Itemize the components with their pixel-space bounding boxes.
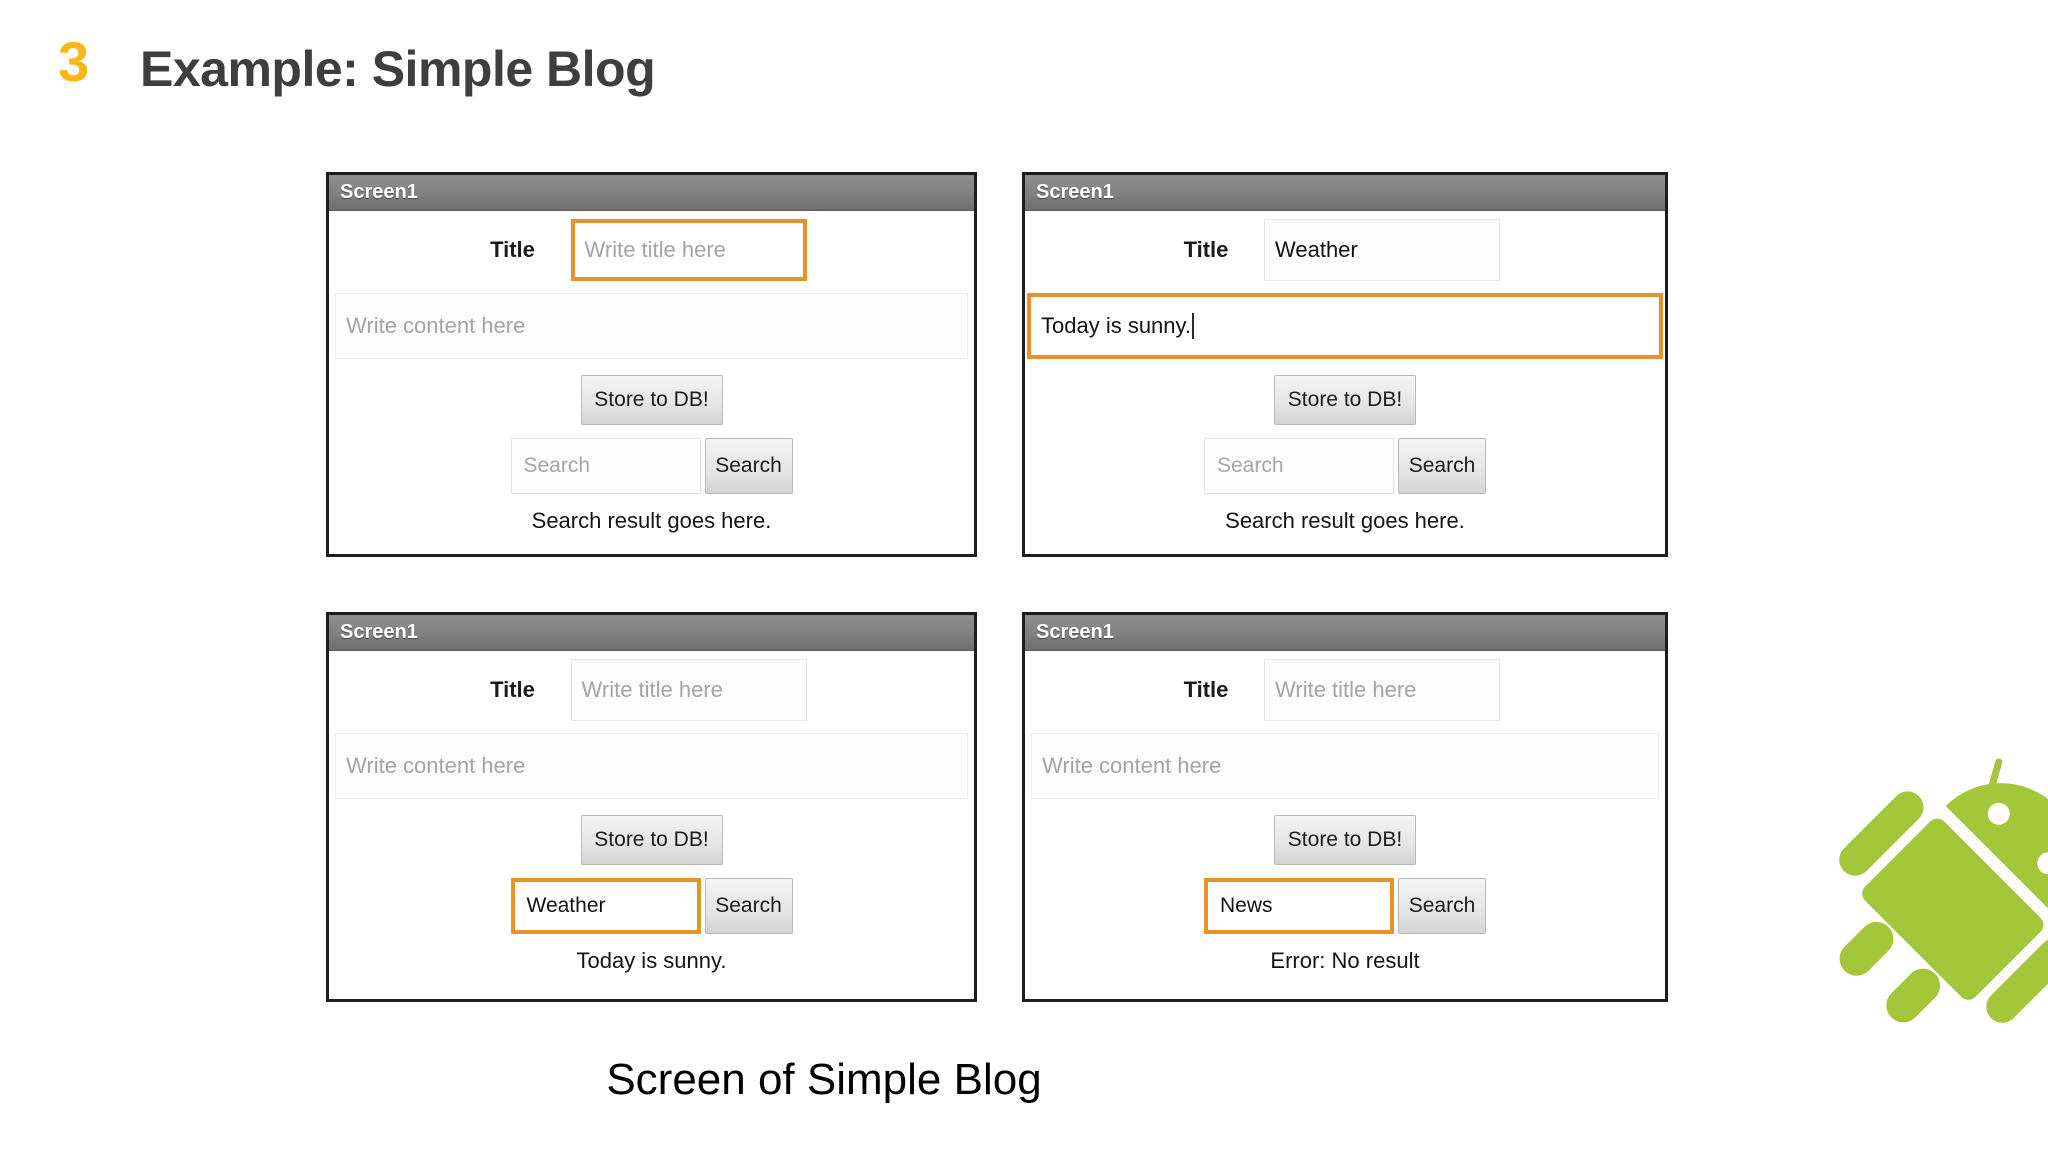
search-button[interactable]: Search <box>1398 438 1486 494</box>
store-to-db-button[interactable]: Store to DB! <box>1274 375 1416 425</box>
title-row: Title Weather <box>1025 211 1665 289</box>
figure-caption: Screen of Simple Blog <box>0 1055 2048 1105</box>
screen-body: Title Write title here Write content her… <box>329 651 974 999</box>
title-input[interactable]: Write title here <box>570 659 807 721</box>
search-input[interactable]: News <box>1204 878 1394 934</box>
search-row: Weather Search <box>329 878 974 934</box>
screen-mockup-3: Screen1 Title Write title here Write con… <box>326 612 977 1002</box>
search-input[interactable]: Weather <box>510 878 701 934</box>
content-input[interactable]: Write content here <box>335 733 968 799</box>
search-result-text: Search result goes here. <box>1225 508 1465 533</box>
title-field-label: Title <box>490 677 535 702</box>
content-input-value: Today is sunny. <box>1041 313 1192 338</box>
screen-body: Title Write title here Write content her… <box>329 211 974 554</box>
screen-mockup-4: Screen1 Title Write title here Write con… <box>1022 612 1668 1002</box>
screen-mockup-1: Screen1 Title Write title here Write con… <box>326 172 977 557</box>
search-input[interactable]: Search <box>1204 438 1394 494</box>
search-input-placeholder: Search <box>523 454 591 477</box>
screen-titlebar: Screen1 <box>1025 175 1665 211</box>
screen-titlebar-label: Screen1 <box>1036 621 1114 643</box>
title-input-value: Weather <box>1275 237 1358 262</box>
screen-titlebar-label: Screen1 <box>340 181 418 203</box>
figure-caption-text: Screen of Simple Blog <box>606 1055 1042 1104</box>
content-input[interactable]: Write content here <box>335 293 968 359</box>
search-button[interactable]: Search <box>704 438 793 494</box>
text-caret <box>1192 313 1195 339</box>
slide-number: 3 <box>58 30 90 93</box>
store-row: Store to DB! <box>329 815 974 865</box>
screen-body: Title Write title here Write content her… <box>1025 651 1665 999</box>
search-result-text: Error: No result <box>1270 948 1420 973</box>
search-row: News Search <box>1025 878 1665 934</box>
store-row: Store to DB! <box>329 375 974 425</box>
search-input-value: News <box>1220 894 1273 917</box>
screen-titlebar: Screen1 <box>329 175 974 211</box>
search-row: Search Search <box>1025 438 1665 494</box>
title-row: Title Write title here <box>329 651 974 729</box>
store-to-db-button[interactable]: Store to DB! <box>580 815 723 865</box>
store-row: Store to DB! <box>1025 815 1665 865</box>
title-row: Title Write title here <box>329 211 974 289</box>
search-input-placeholder: Search <box>1217 454 1284 477</box>
title-field-label: Title <box>490 237 535 262</box>
title-input[interactable]: Weather <box>1264 219 1500 281</box>
store-to-db-button[interactable]: Store to DB! <box>580 375 723 425</box>
screen-titlebar: Screen1 <box>1025 615 1665 651</box>
search-input-value: Weather <box>526 894 606 917</box>
title-input-placeholder: Write title here <box>584 237 726 262</box>
screen-titlebar: Screen1 <box>329 615 974 651</box>
screen-body: Title Weather Today is sunny. Store to D… <box>1025 211 1665 554</box>
page-title: Example: Simple Blog <box>140 41 656 97</box>
title-input[interactable]: Write title here <box>570 219 807 281</box>
search-button[interactable]: Search <box>704 878 793 934</box>
screen-titlebar-label: Screen1 <box>340 621 418 643</box>
content-input-placeholder: Write content here <box>346 753 526 778</box>
search-row: Search Search <box>329 438 974 494</box>
title-input-placeholder: Write title here <box>1275 677 1417 702</box>
title-field-label: Title <box>1183 237 1229 262</box>
title-row: Title Write title here <box>1025 651 1665 729</box>
screen-mockup-2: Screen1 Title Weather Today is sunny. St… <box>1022 172 1668 557</box>
slide-header: 3 Example: Simple Blog <box>0 0 2048 140</box>
search-button[interactable]: Search <box>1398 878 1486 934</box>
title-input[interactable]: Write title here <box>1264 659 1500 721</box>
store-to-db-button[interactable]: Store to DB! <box>1274 815 1416 865</box>
content-input[interactable]: Write content here <box>1031 733 1659 799</box>
title-field-label: Title <box>1183 677 1229 702</box>
search-result-text: Today is sunny. <box>576 948 727 973</box>
search-input[interactable]: Search <box>510 438 701 494</box>
screen-titlebar-label: Screen1 <box>1036 181 1114 203</box>
content-input-placeholder: Write content here <box>1042 753 1222 778</box>
content-input-placeholder: Write content here <box>346 313 526 338</box>
search-result-text: Search result goes here. <box>531 508 772 533</box>
title-input-placeholder: Write title here <box>581 677 723 702</box>
store-row: Store to DB! <box>1025 375 1665 425</box>
android-robot-icon <box>1824 738 2048 1038</box>
content-input[interactable]: Today is sunny. <box>1027 293 1663 359</box>
